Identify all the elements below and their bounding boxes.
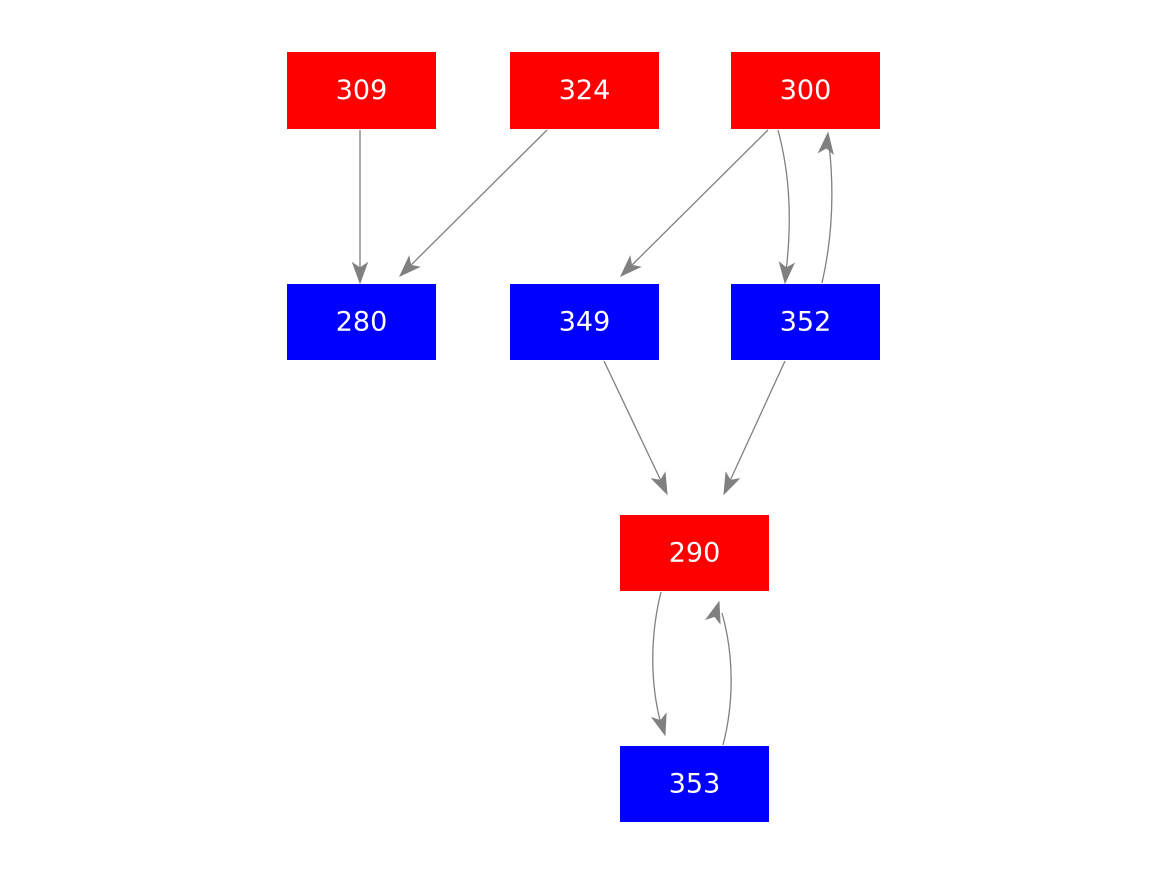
edge-line	[721, 612, 732, 746]
edge-line	[409, 129, 548, 267]
edge-line	[777, 129, 790, 273]
node-box-290[interactable]	[620, 515, 769, 591]
node-280[interactable]: 280	[287, 284, 436, 360]
arrowhead-icon	[650, 712, 667, 737]
arrowhead-icon	[398, 255, 421, 278]
edge-309-to-280	[351, 130, 369, 285]
node-box-300[interactable]	[731, 52, 880, 129]
node-324[interactable]: 324	[510, 52, 659, 129]
node-label-349: 349	[559, 307, 611, 338]
node-box-280[interactable]	[287, 284, 436, 360]
node-label-290: 290	[669, 538, 721, 569]
edge-line	[630, 129, 769, 267]
node-290[interactable]: 290	[620, 515, 769, 591]
node-label-324: 324	[559, 75, 611, 106]
arrowhead-icon	[704, 600, 721, 625]
node-309[interactable]: 309	[287, 52, 436, 129]
node-box-352[interactable]	[731, 284, 880, 360]
edge-352-to-290	[723, 360, 786, 496]
edge-300-to-352	[777, 129, 796, 285]
edge-line	[728, 360, 786, 484]
arrowhead-icon	[817, 131, 834, 156]
node-300[interactable]: 300	[731, 52, 880, 129]
edge-line	[652, 591, 662, 725]
edge-324-to-280	[398, 129, 548, 278]
nodes-layer: 309 324 300 280 349 352 290 353	[287, 52, 880, 822]
edge-300-to-349	[619, 129, 769, 278]
node-label-300: 300	[780, 75, 832, 106]
edge-line	[821, 143, 833, 284]
arrowhead-icon	[619, 255, 642, 278]
edges-layer	[351, 129, 834, 746]
edge-290-to-353	[650, 591, 667, 737]
node-label-280: 280	[336, 307, 388, 338]
node-box-349[interactable]	[510, 284, 659, 360]
node-box-353[interactable]	[620, 746, 769, 822]
node-label-353: 353	[669, 769, 721, 800]
node-label-309: 309	[336, 75, 388, 106]
node-349[interactable]: 349	[510, 284, 659, 360]
edge-353-to-290	[704, 600, 732, 746]
edge-349-to-290	[603, 360, 668, 496]
arrowhead-icon	[351, 261, 369, 285]
node-box-309[interactable]	[287, 52, 436, 129]
edge-352-to-300	[817, 131, 834, 284]
arrowhead-icon	[650, 471, 668, 496]
node-352[interactable]: 352	[731, 284, 880, 360]
arrowhead-icon	[778, 261, 796, 285]
node-353[interactable]: 353	[620, 746, 769, 822]
node-label-352: 352	[780, 307, 832, 338]
edge-line	[603, 360, 663, 484]
arrowhead-icon	[723, 471, 741, 496]
node-box-324[interactable]	[510, 52, 659, 129]
